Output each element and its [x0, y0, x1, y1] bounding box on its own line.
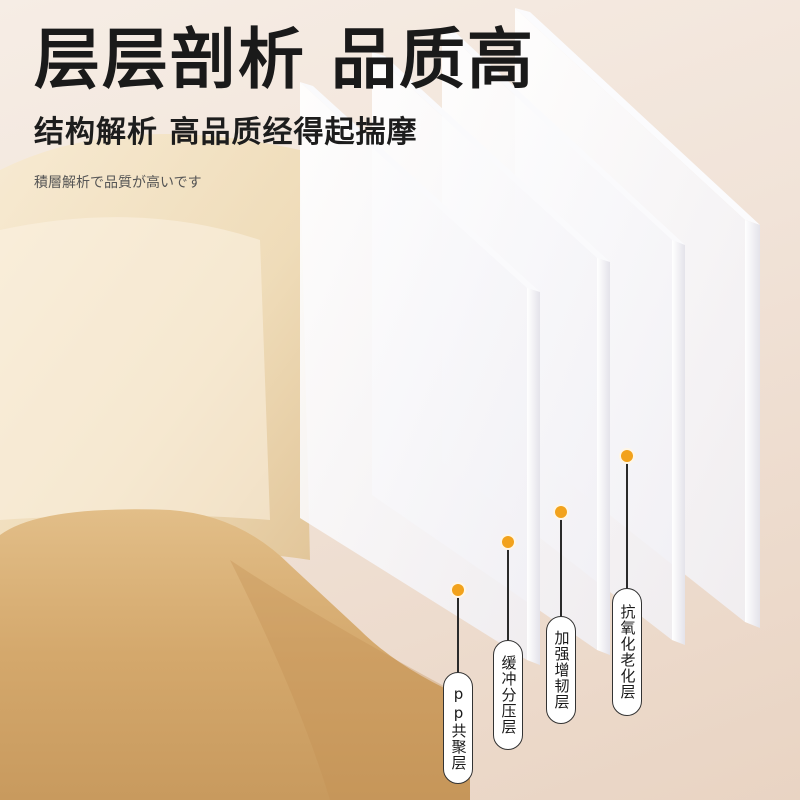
label-text: 抗氧化老化层 — [618, 604, 637, 700]
callout-line-reinforce — [560, 518, 562, 618]
label-reinforcement-layer: 加强增韧层 — [546, 616, 576, 724]
tan-base-shadow — [230, 560, 470, 800]
callout-line-anti-aging — [626, 462, 628, 590]
callout-line-pp — [457, 596, 459, 674]
panel-pp-copolymer-layer — [300, 82, 540, 665]
label-text: 加强增韧层 — [552, 630, 571, 710]
callout-dot-buffer — [502, 536, 514, 548]
callout-dot-pp — [452, 584, 464, 596]
label-buffer-layer: 缓冲分压层 — [493, 640, 523, 750]
tan-base-shape — [0, 509, 470, 800]
cream-body-highlight — [0, 217, 270, 520]
japanese-caption: 積層解析で品質が高いです — [34, 175, 202, 191]
page-title: 层层剖析 品质高 — [34, 20, 535, 98]
label-text: pp共聚层 — [449, 685, 468, 771]
label-text: 缓冲分压层 — [499, 655, 518, 735]
callout-line-buffer — [507, 548, 509, 642]
label-anti-aging-layer: 抗氧化老化层 — [612, 588, 642, 716]
page-subtitle: 结构解析 高品质经得起揣摩 — [34, 115, 418, 150]
callout-dot-reinforce — [555, 506, 567, 518]
callout-dot-anti-aging — [621, 450, 633, 462]
label-pp-copolymer-layer: pp共聚层 — [443, 672, 473, 784]
